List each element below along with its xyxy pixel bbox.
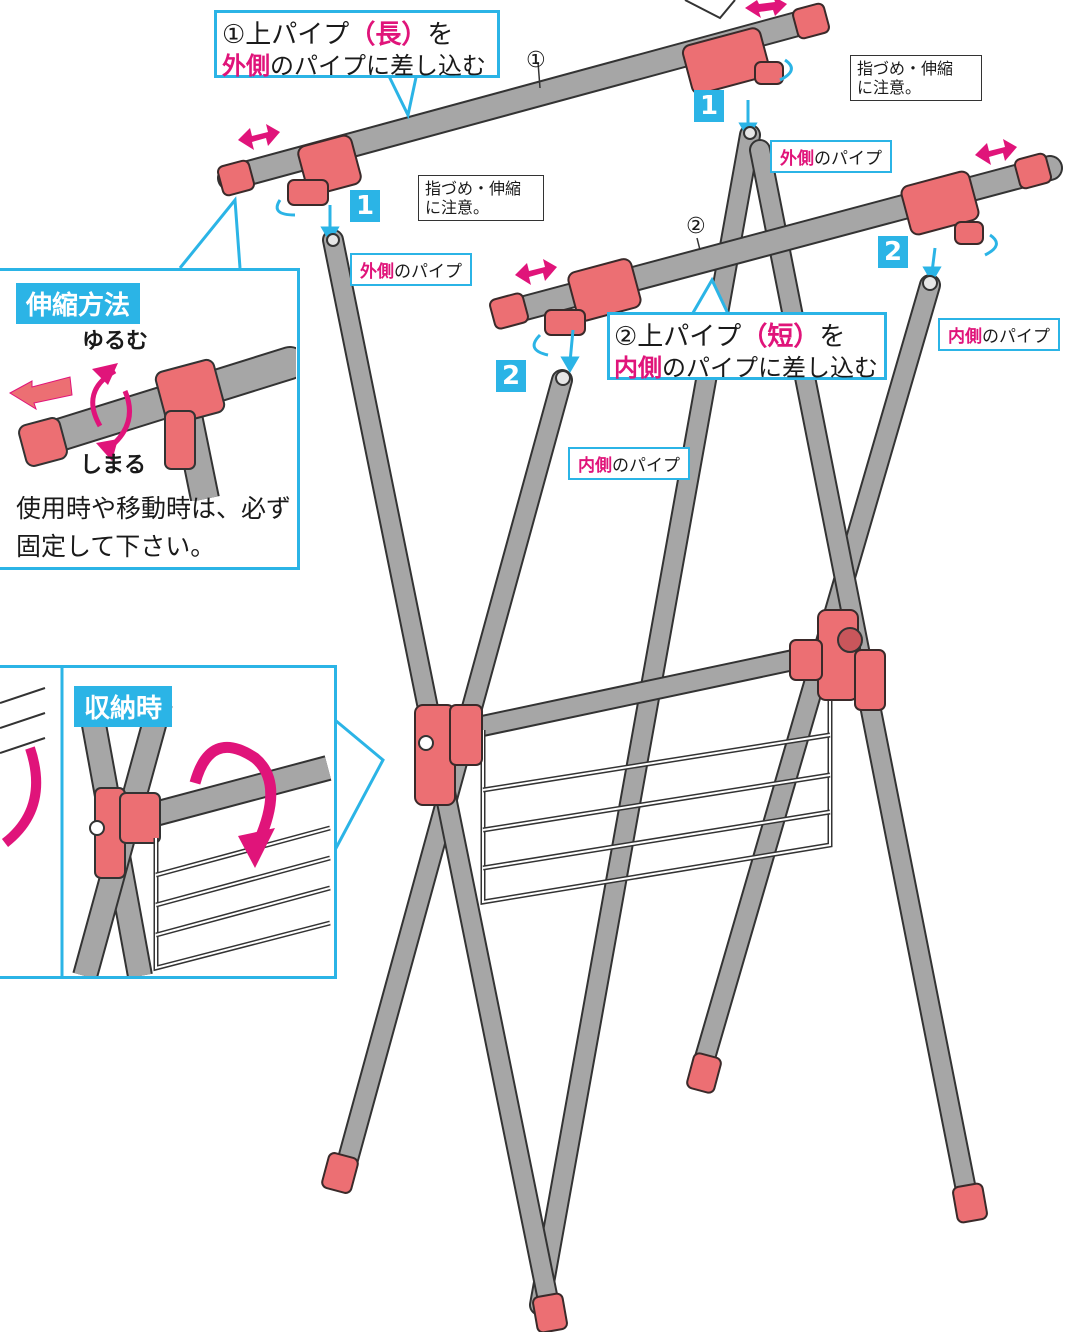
cutoff-pointer — [684, 0, 736, 20]
extend-method-panel: 伸縮方法 ゆるむ しまる 使用時や移動時は、必ず 固定して下さい。 — [0, 268, 300, 570]
callout-em: （長） — [349, 20, 428, 50]
joint-left — [414, 704, 483, 806]
callout-short-pipe-line2: 内側のパイプに差し込む — [614, 348, 878, 383]
caption-line1: 使用時や移動時は、必ず — [16, 494, 292, 523]
callout-em: 外側 — [222, 52, 270, 80]
panel-pointer — [333, 718, 385, 851]
rotate-arrow-icon — [275, 58, 998, 357]
callout-text: を — [819, 322, 846, 352]
label-circle-2: ② — [686, 214, 706, 239]
caption-line2: 固定して下さい。 — [16, 532, 216, 561]
callout-line — [537, 61, 541, 89]
callout-em: （短） — [741, 322, 820, 352]
label-outer-pipe: 外側のパイプ — [770, 140, 892, 173]
note-pinch-top: 指づめ・伸縮 に注意。 — [850, 55, 982, 101]
arrow-head — [238, 828, 275, 868]
label-loosen: ゆるむ — [82, 329, 149, 354]
label-em: 外側 — [780, 149, 814, 169]
callout-line — [696, 237, 701, 251]
label-circle-1: ① — [526, 48, 546, 73]
label-em: 外側 — [360, 262, 394, 282]
callout-long-pipe-line1: ①上パイプ（長）を — [222, 14, 453, 51]
step-2-tag: 2 — [496, 360, 526, 392]
label-em: 内側 — [578, 456, 612, 476]
label-em: 内側 — [948, 327, 982, 347]
extend-method-title: 伸縮方法 — [16, 283, 141, 324]
step-2-tag: 2 — [878, 236, 908, 268]
storage-panel: 収納時 — [0, 665, 337, 979]
double-arrow-icon — [238, 0, 1017, 285]
partial-panel-left — [0, 687, 46, 847]
callout-text: のパイプに差し込む — [270, 52, 486, 80]
callout-text: を — [427, 20, 454, 50]
lower-rack — [429, 637, 861, 905]
storage-detail-illustration — [0, 668, 332, 976]
callout-text: ②上パイプ — [614, 322, 742, 352]
label-text: のパイプ — [612, 456, 680, 476]
callout-short-pipe-line1: ②上パイプ（短）を — [614, 316, 845, 353]
fold-arrow-icon — [189, 742, 277, 846]
label-inner-pipe: 内側のパイプ — [938, 318, 1060, 351]
foot-2 — [532, 1292, 568, 1332]
label-text: のパイプ — [814, 149, 882, 169]
callout-text: ①上パイプ — [222, 20, 350, 50]
top-pipe-long — [217, 2, 830, 206]
label-text: のパイプ — [394, 262, 462, 282]
callout-short-pipe — [607, 312, 887, 380]
label-tighten: しまる — [80, 453, 147, 478]
pull-arrow-icon — [9, 376, 73, 411]
label-outer-pipe: 外側のパイプ — [350, 253, 472, 286]
foot-1 — [321, 1152, 359, 1194]
callout-text: のパイプに差し込む — [662, 354, 878, 382]
note-pinch-left: 指づめ・伸縮 に注意。 — [418, 175, 544, 221]
top-pipe-short — [489, 152, 1063, 336]
step-1-tag: 1 — [350, 190, 380, 222]
foot-4 — [952, 1182, 988, 1224]
pipe-tip — [326, 126, 938, 386]
panel-pointer — [178, 196, 242, 269]
callout-long-pipe-line2: 外側のパイプに差し込む — [222, 46, 486, 81]
extend-detail-illustration — [9, 346, 296, 501]
callout-pointer — [383, 67, 420, 120]
arrow-head — [92, 363, 118, 385]
foot-3 — [686, 1052, 722, 1094]
storage-title: 収納時 — [74, 686, 173, 727]
label-text: のパイプ — [982, 327, 1050, 347]
callout-pointer — [688, 276, 732, 319]
step-1-tag: 1 — [694, 90, 724, 122]
callout-em: 内側 — [614, 354, 662, 382]
arrow-head — [96, 439, 118, 461]
callout-long-pipe — [214, 10, 500, 78]
joint-right — [789, 609, 886, 711]
label-inner-pipe: 内側のパイプ — [568, 447, 690, 480]
